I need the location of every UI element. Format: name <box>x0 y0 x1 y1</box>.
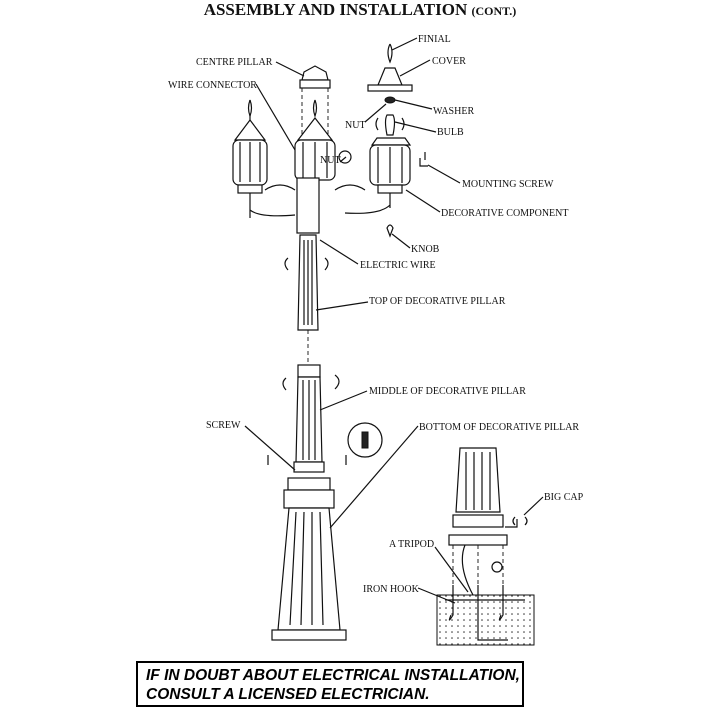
leader-lines <box>244 37 544 604</box>
label-mounting-screw: MOUNTING SCREW <box>462 179 554 190</box>
title-suffix: (CONT.) <box>471 4 517 18</box>
label-finial: FINIAL <box>418 34 451 45</box>
label-centre-pillar: CENTRE PILLAR <box>196 57 273 68</box>
warning-line-1: IF IN DOUBT ABOUT ELECTRICAL INSTALLATIO… <box>146 667 520 684</box>
exploded-parts <box>338 43 413 238</box>
lantern-left <box>232 99 296 218</box>
lantern-right <box>344 137 428 214</box>
title-main: ASSEMBLY AND INSTALLATION <box>203 0 468 19</box>
label-decorative-component: DECORATIVE COMPONENT <box>441 208 569 219</box>
label-nut-top: NUT <box>345 120 366 131</box>
base-detail-inset <box>436 447 535 646</box>
warning-line-2: CONSULT A LICENSED ELECTRICIAN. <box>146 686 430 703</box>
label-cover: COVER <box>432 56 466 67</box>
electrical-warning-box: IF IN DOUBT ABOUT ELECTRICAL INSTALLATIO… <box>136 661 524 707</box>
label-iron-hook: IRON HOOK <box>363 584 420 595</box>
label-electric-wire: ELECTRIC WIRE <box>360 260 436 271</box>
label-knob: KNOB <box>411 244 440 255</box>
decorative-component <box>264 184 366 191</box>
main-pillar <box>267 177 383 641</box>
label-middle-pillar: MIDDLE OF DECORATIVE PILLAR <box>369 386 526 397</box>
label-bulb: BULB <box>437 127 464 138</box>
page-title: ASSEMBLY AND INSTALLATION (CONT.) <box>0 0 720 20</box>
label-top-pillar: TOP OF DECORATIVE PILLAR <box>369 296 506 307</box>
label-big-cap: BIG CAP <box>544 492 584 503</box>
label-tripod: A TRIPOD <box>389 539 434 550</box>
label-nut: NUT <box>320 155 341 166</box>
label-washer: WASHER <box>433 106 474 117</box>
label-bottom-pillar: BOTTOM OF DECORATIVE PILLAR <box>419 422 579 433</box>
lantern-centre <box>294 99 336 181</box>
label-wire-connector: WIRE CONNECTOR <box>168 80 257 91</box>
centre-pillar <box>299 65 331 160</box>
label-screw: SCREW <box>206 420 241 431</box>
